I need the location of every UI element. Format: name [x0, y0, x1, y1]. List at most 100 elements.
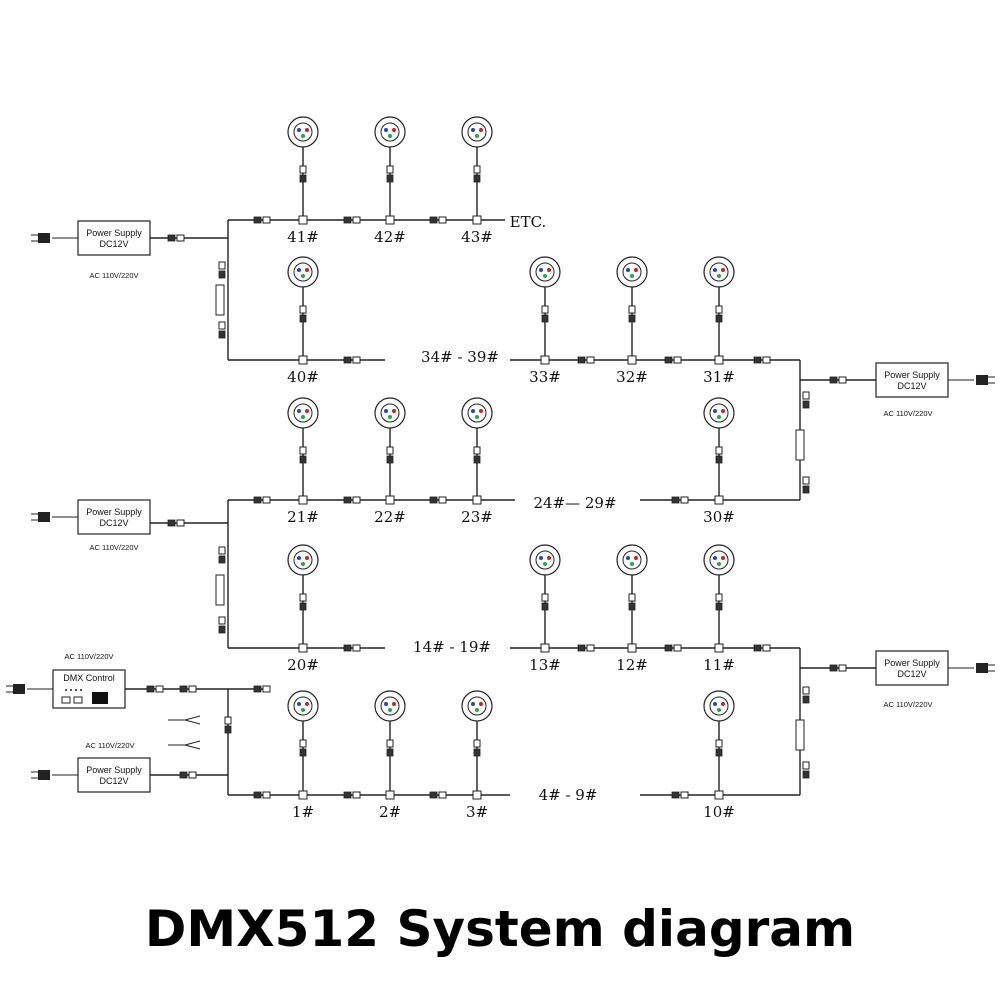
led-red-dot [721, 409, 725, 413]
connector-body [262, 791, 271, 799]
connector-body [343, 496, 352, 504]
diagram-title: DMX512 System diagram [144, 900, 856, 958]
connector-body [188, 685, 197, 693]
rgb-lamp [703, 256, 735, 288]
lamp-connector [299, 305, 307, 323]
connector-body [438, 496, 447, 504]
lamp-lens [467, 403, 487, 423]
ac-plug-icon [38, 512, 50, 522]
connector-body [802, 695, 810, 704]
inline-connector [664, 644, 682, 652]
led-green-dot [630, 562, 634, 566]
range-label-4-9: 4# - 9# [539, 786, 598, 804]
inline-connector [343, 791, 361, 799]
inline-connector [343, 496, 361, 504]
lamp-number-label: 42# [374, 228, 406, 246]
led-blue-dot [713, 268, 717, 272]
inline-connector [802, 391, 810, 409]
power-supply [77, 220, 151, 256]
inline-connector [577, 644, 595, 652]
power-supply-box [875, 650, 949, 686]
led-red-dot [392, 409, 396, 413]
connector-body [262, 685, 271, 693]
led-red-dot [479, 128, 483, 132]
connector-body [586, 356, 595, 364]
connector-body [838, 664, 847, 672]
lamp-connector [386, 165, 394, 183]
connector-body [218, 625, 226, 634]
inline-connector [671, 791, 689, 799]
connector-body [715, 455, 723, 464]
inline-connector [218, 546, 226, 564]
lamp-number-label: 2# [379, 803, 401, 821]
connector-body [262, 216, 271, 224]
connector-body [146, 685, 155, 693]
t-connector [472, 215, 482, 225]
t-connector [298, 643, 308, 653]
lamp-lens [380, 696, 400, 716]
power-supply-label: Power Supply [884, 658, 940, 668]
wire-green [184, 740, 201, 746]
connector-body [299, 305, 307, 314]
led-red-dot [305, 409, 309, 413]
connector-body [762, 356, 771, 364]
connector-body [218, 330, 226, 339]
lamp-number-label: 3# [466, 803, 488, 821]
connector-body [680, 791, 689, 799]
inline-connector [218, 321, 226, 339]
inline-connector [218, 261, 226, 279]
inline-connector [429, 496, 447, 504]
lamp-lens [709, 696, 729, 716]
connector-body [218, 270, 226, 279]
inline-connector [253, 216, 271, 224]
t-connector [298, 790, 308, 800]
rgb-lamp [287, 544, 319, 576]
connector-body [343, 356, 352, 364]
led-red-dot [392, 702, 396, 706]
connector-body [664, 356, 673, 364]
connector-body [386, 165, 394, 174]
lamp-connector [628, 305, 636, 323]
t-connector [540, 643, 550, 653]
inline-connector [224, 716, 232, 734]
connector-body [628, 593, 636, 602]
power-supply-voltage: DC12V [897, 669, 926, 679]
connector-body [671, 496, 680, 504]
connector-body [577, 644, 586, 652]
connector-body [802, 686, 810, 695]
connector-body [429, 496, 438, 504]
connector-body [352, 791, 361, 799]
inline-connector [577, 356, 595, 364]
rgb-lamp [374, 116, 406, 148]
lamp-connector [299, 739, 307, 757]
connector-body [262, 496, 271, 504]
connector-body [386, 748, 394, 757]
t-connector [385, 790, 395, 800]
power-supply [77, 757, 151, 793]
lamp-number-label: 12# [616, 656, 648, 674]
connector-body [253, 216, 262, 224]
led-red-dot [547, 268, 551, 272]
connector-body [155, 685, 164, 693]
connector-body [179, 685, 188, 693]
etc-label: ETC. [510, 213, 547, 231]
connector-body [224, 725, 232, 734]
t-connector [627, 643, 637, 653]
lamp-connector [715, 593, 723, 611]
indicator-dot [80, 689, 82, 691]
inline-connector [179, 771, 197, 779]
ac-input-label: AC 110V/220V [89, 271, 138, 280]
led-blue-dot [713, 556, 717, 560]
led-red-dot [305, 702, 309, 706]
connector-body [586, 644, 595, 652]
power-supply-voltage: DC12V [99, 239, 128, 249]
lamp-lens [293, 122, 313, 142]
lamp-number-label: 31# [703, 368, 735, 386]
connector-body [176, 519, 185, 527]
led-blue-dot [471, 128, 475, 132]
t-connector [714, 495, 724, 505]
t-connector [472, 495, 482, 505]
plug-body [38, 233, 50, 243]
connector-body [541, 314, 549, 323]
t-connector [627, 355, 637, 365]
